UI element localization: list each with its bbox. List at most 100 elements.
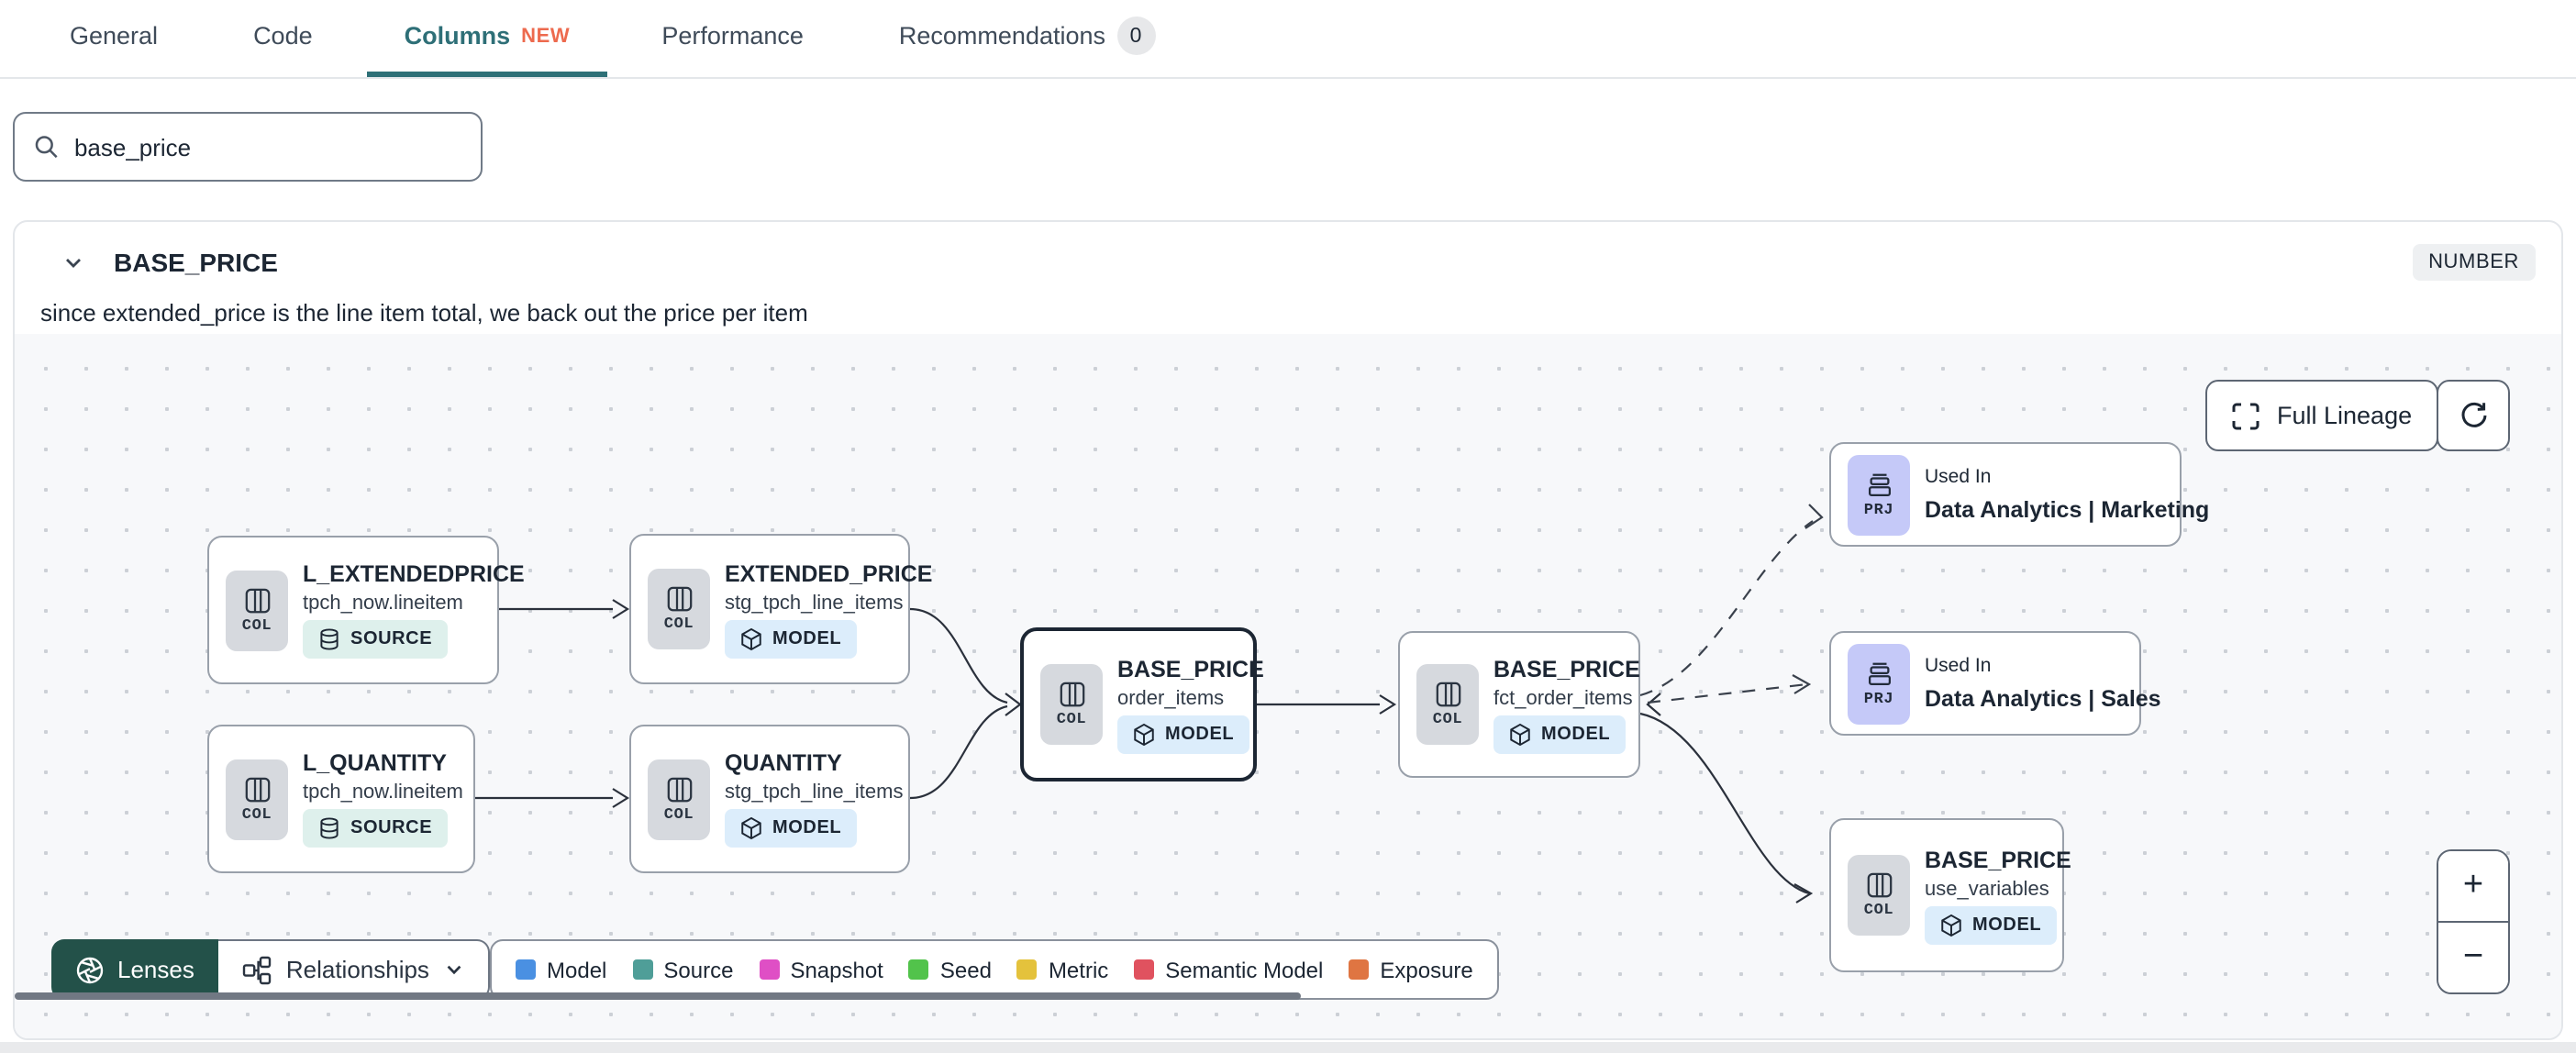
legend-item-metric: Metric [1016,957,1109,982]
full-lineage-label: Full Lineage [2277,402,2413,429]
node-subtitle: order_items [1117,687,1225,709]
resource-badge-label: SOURCE [350,818,433,838]
tab-performance[interactable]: Performance [658,0,807,77]
columns-icon [1866,872,1892,898]
column-chip: COL [1040,664,1103,745]
lineage-node-base-price-use-variables[interactable]: COL BASE_PRICE use_variables MODEL [1829,818,2071,972]
full-lineage-button[interactable]: Full Lineage [2205,380,2438,451]
lineage-node-l-quantity[interactable]: COL L_QUANTITY tpch_now.lineitem SOURCE [207,725,475,873]
node-title: BASE_PRICE [1493,656,1640,682]
column-chip: COL [1416,664,1479,745]
chevron-down-icon[interactable] [62,251,84,273]
refresh-button[interactable] [2437,380,2510,451]
resource-badge: SOURCE [303,620,448,659]
zoom-controls: + − [2437,849,2510,994]
legend-swatch [632,959,653,980]
columns-icon [1435,682,1460,707]
node-subtitle: stg_tpch_line_items [725,781,904,804]
relationships-dropdown[interactable]: Relationships [217,939,490,1000]
columns-icon [244,587,270,613]
cube-icon [741,626,761,650]
tab-code[interactable]: Code [250,0,316,77]
column-panel-header[interactable]: BASE_PRICE NUMBER [15,222,2561,288]
legend-item-snapshot: Snapshot [759,957,883,982]
column-name: BASE_PRICE [114,248,278,277]
lenses-label: Lenses [117,956,194,983]
column-type-badge: NUMBER [2412,244,2536,281]
column-search[interactable] [13,112,483,182]
used-in-label: Used In [1925,466,1992,488]
legend-label: Metric [1048,957,1109,982]
project-chip: PRJ [1848,643,1910,724]
relationships-label: Relationships [285,956,429,983]
legend-swatch [1349,959,1370,980]
tab-recommendations[interactable]: Recommendations 0 [895,0,1159,77]
node-title: L_EXTENDEDPRICE [303,561,525,587]
column-chip: COL [1848,855,1910,936]
archive-icon [1868,661,1891,684]
resource-badge: MODEL [1925,905,2057,944]
zoom-out-button[interactable]: − [2438,923,2508,992]
aperture-icon [76,956,104,983]
legend-label: Exposure [1380,957,1473,982]
tab-general[interactable]: General [66,0,161,77]
chip-label: COL [1863,901,1894,919]
resource-badge-label: MODEL [1541,724,1611,744]
database-icon [320,817,339,839]
cube-icon [741,816,761,840]
node-title: Data Analytics | Sales [1925,686,2161,712]
lineage-node-quantity[interactable]: COL QUANTITY stg_tpch_line_items MODEL [629,725,910,873]
database-icon [320,628,339,650]
archive-icon [1868,472,1891,495]
legend-label: Source [663,957,734,982]
columns-icon [666,776,692,802]
new-badge: NEW [521,25,571,47]
tab-label: Columns [404,22,511,50]
legend-swatch [908,959,929,980]
column-chip: COL [226,570,288,650]
resource-badge: MODEL [725,809,857,848]
node-title: QUANTITY [725,750,842,776]
tab-label: Performance [661,22,804,50]
column-panel: BASE_PRICE NUMBER since extended_price i… [13,220,2563,1040]
legend-item-model: Model [516,957,606,982]
tab-columns[interactable]: Columns NEW [367,0,607,77]
chip-label: COL [1432,710,1463,728]
lineage-node-used-in-sales[interactable]: PRJ Used In Data Analytics | Sales [1829,631,2161,736]
chevron-down-icon [447,965,461,975]
search-input[interactable] [73,133,462,161]
lineage-node-l-extendedprice[interactable]: COL L_EXTENDEDPRICE tpch_now.lineitem SO… [207,536,525,684]
node-subtitle: use_variables [1925,878,2049,900]
chip-label: PRJ [1863,500,1894,518]
used-in-label: Used In [1925,655,1992,677]
lineage-graph[interactable]: COL L_EXTENDEDPRICE tpch_now.lineitem SO… [15,334,2561,1038]
legend-item-seed: Seed [908,957,992,982]
lineage-node-base-price-order-items[interactable]: COL BASE_PRICE order_items MODEL [1020,627,1264,781]
node-subtitle: fct_order_items [1493,687,1633,709]
lineage-edges [475,504,1824,903]
legend-label: Model [547,957,607,982]
node-title: BASE_PRICE [1925,847,2071,872]
lineage-node-used-in-marketing[interactable]: PRJ Used In Data Analytics | Marketing [1829,442,2209,547]
resource-badge-label: SOURCE [350,629,433,649]
tab-label: General [70,22,159,50]
expand-icon [2232,402,2260,429]
lineage-node-extended-price[interactable]: COL EXTENDED_PRICE stg_tpch_line_items M… [629,534,932,684]
lenses-button[interactable]: Lenses [51,939,218,1000]
resource-badge-label: MODEL [772,818,842,838]
columns-icon [1059,682,1084,707]
legend-swatch [516,959,536,980]
chip-label: COL [663,615,694,633]
legend-item-source: Source [632,957,733,982]
lineage-node-base-price-fct-order-items[interactable]: COL BASE_PRICE fct_order_items MODEL [1398,631,1640,778]
bottom-scroll-track [0,1042,2576,1053]
node-subtitle: tpch_now.lineitem [303,593,463,615]
zoom-in-button[interactable]: + [2438,851,2508,923]
horizontal-scrollbar-thumb[interactable] [15,992,1301,1000]
columns-icon [666,586,692,612]
legend-label: Snapshot [790,957,883,982]
chip-label: COL [241,804,272,823]
legend-label: Seed [939,957,992,982]
node-title: Data Analytics | Marketing [1925,497,2210,523]
